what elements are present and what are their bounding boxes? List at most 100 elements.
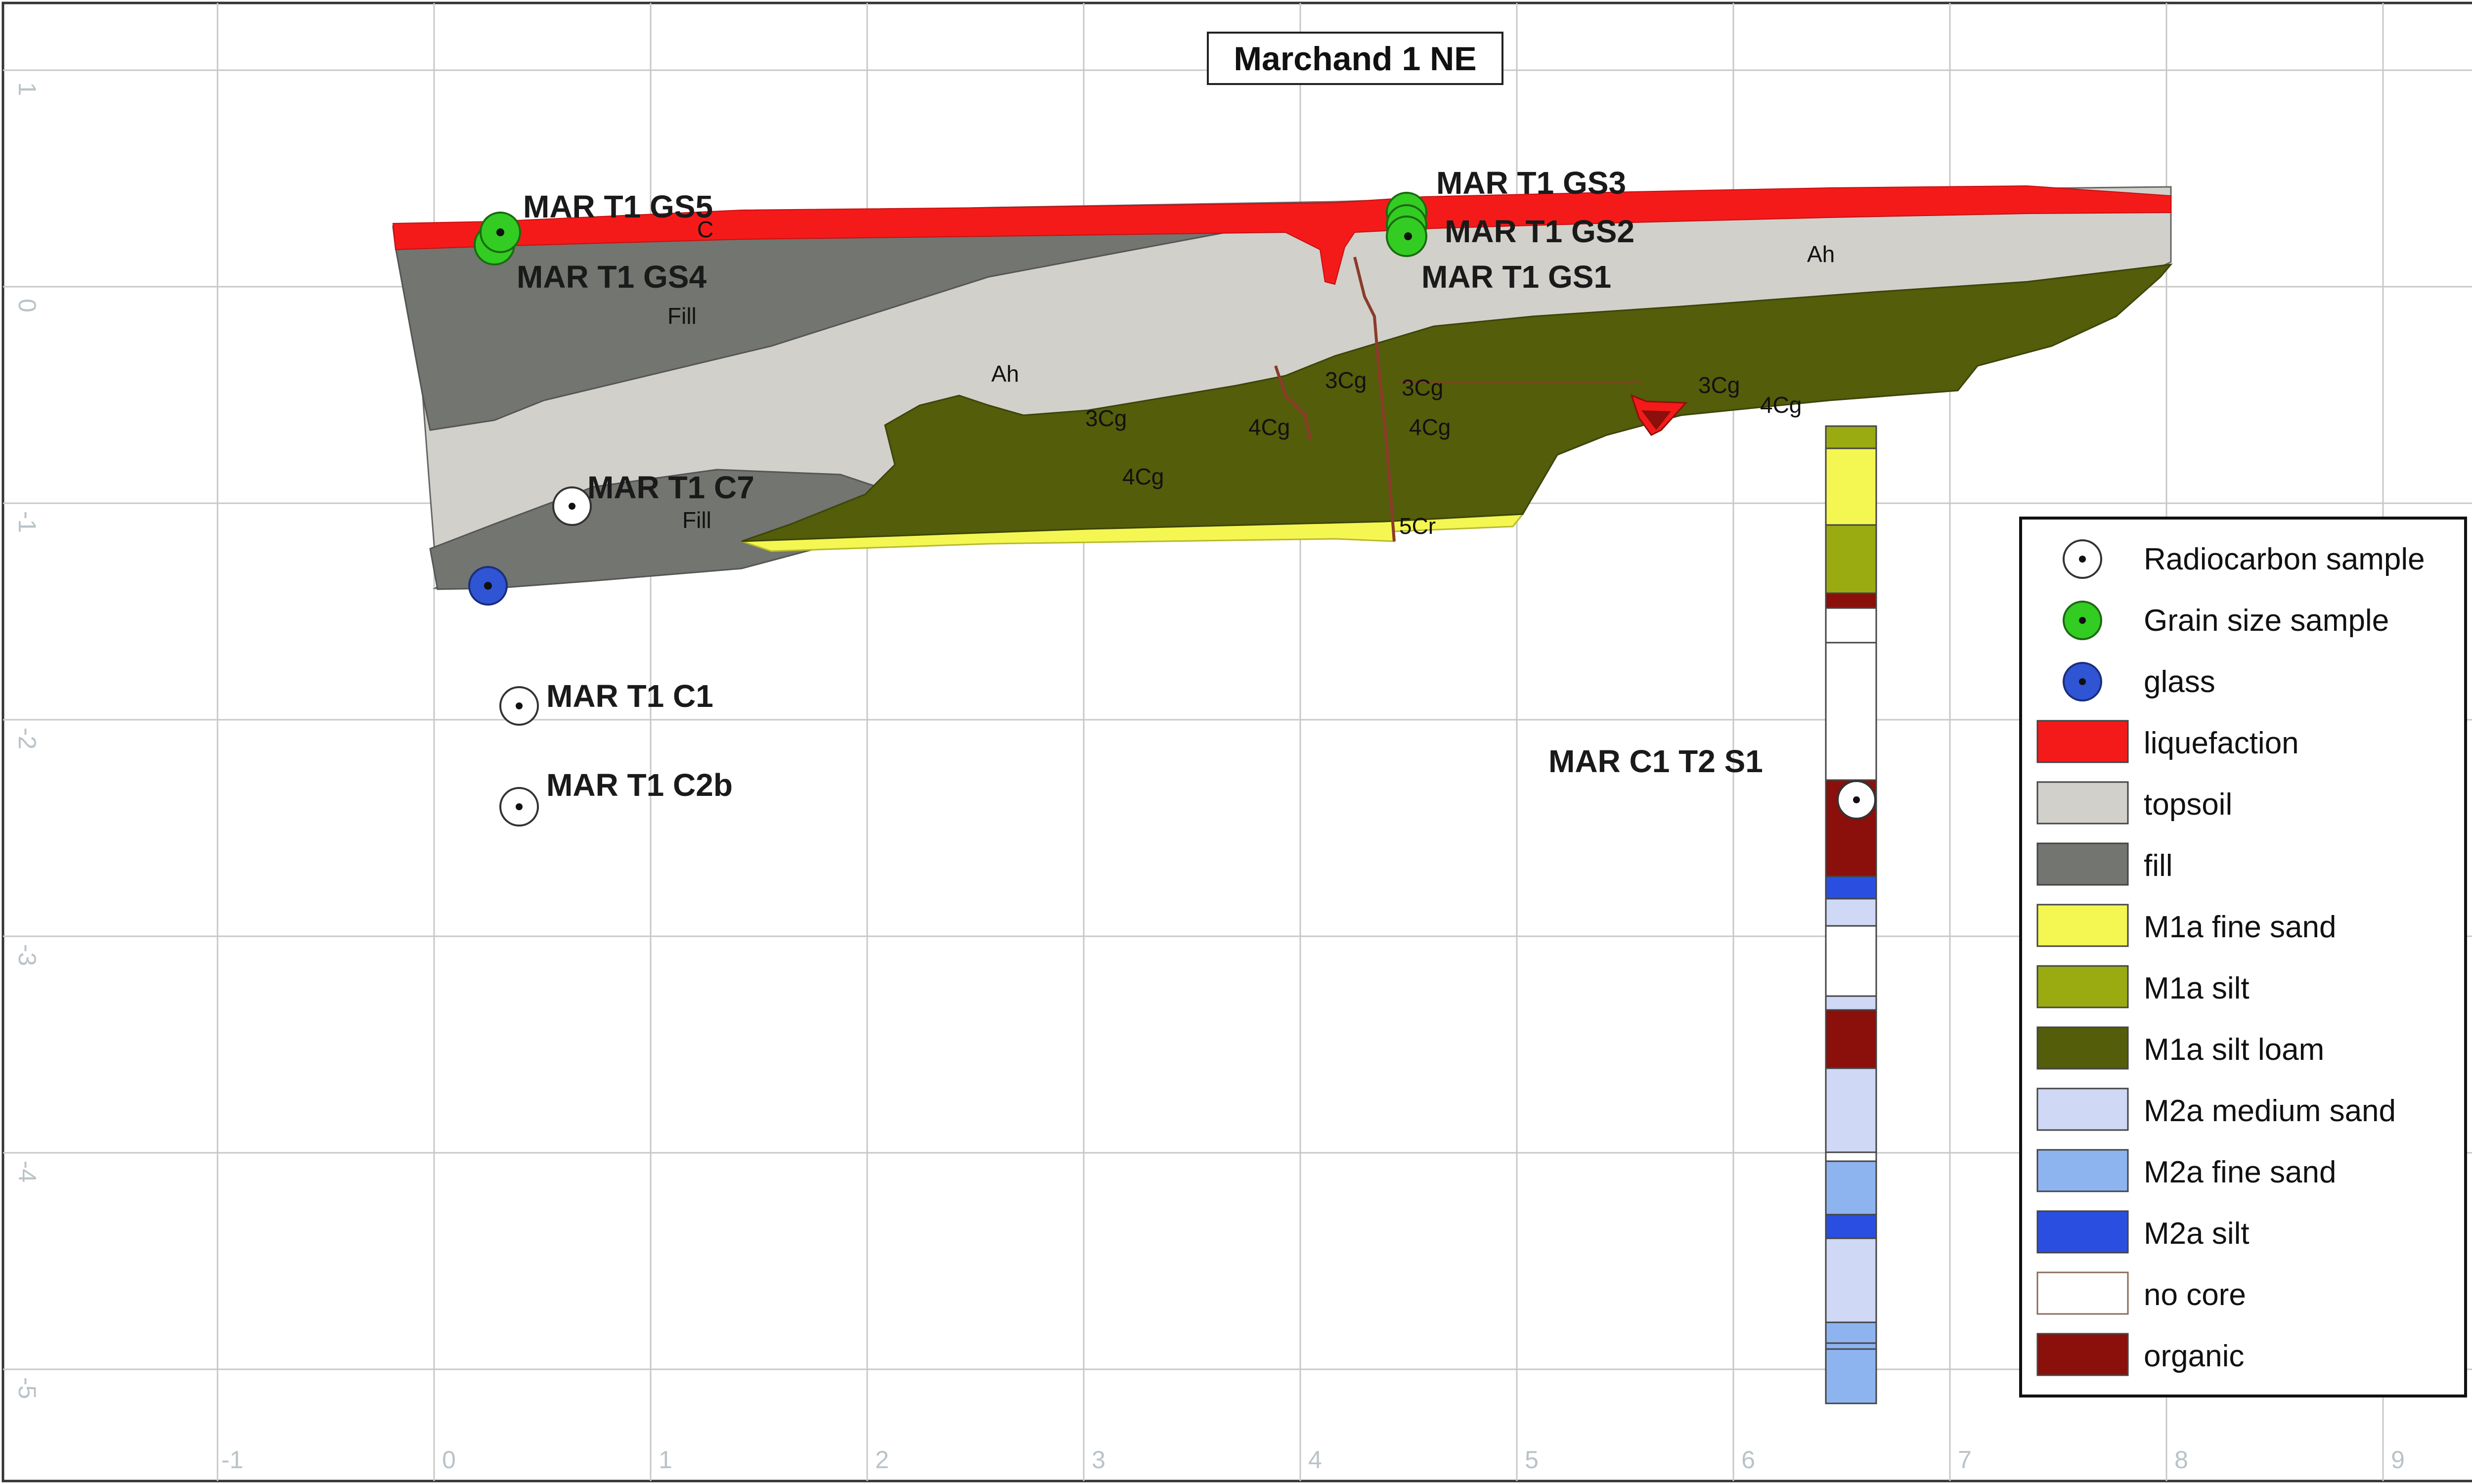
y-axis-ticks: 1 0 -1 -2 -3 -4 -5 <box>13 82 41 1399</box>
unit-label-4cg: 4Cg <box>1122 464 1164 489</box>
unit-label-4cg: 4Cg <box>1409 414 1451 440</box>
core-layer-m2a-medium-sand <box>1825 898 1877 927</box>
legend-label: no core <box>2144 1278 2246 1312</box>
crack-line-main <box>1353 257 1396 542</box>
legend-label: organic <box>2144 1339 2244 1373</box>
core-layer-m2a-medium-sand <box>1825 1237 1877 1323</box>
sample-label-c1: MAR T1 C1 <box>546 678 713 714</box>
x-tick: 7 <box>1958 1446 1972 1474</box>
sample-label-c7: MAR T1 C7 <box>587 470 754 505</box>
core-layer-no-core <box>1825 607 1877 644</box>
legend-swatch-fill <box>2036 842 2129 886</box>
unit-label-3cg: 3Cg <box>1325 367 1367 393</box>
legend-swatch-m2a-fine-sand <box>2036 1149 2129 1192</box>
legend-swatch-no-core <box>2036 1271 2129 1315</box>
legend-box <box>2019 517 2467 1397</box>
core-layer-organic <box>1825 1009 1877 1069</box>
legend-label: M1a silt loam <box>2144 1033 2324 1067</box>
x-tick: 4 <box>1308 1446 1322 1474</box>
core-layer-organic <box>1825 592 1877 609</box>
sample-dot <box>516 702 523 709</box>
legend-label: glass <box>2144 665 2215 699</box>
legend-label: M1a silt <box>2144 971 2250 1005</box>
legend-swatch-organic <box>2036 1333 2129 1376</box>
y-tick: -3 <box>13 944 41 966</box>
unit-label-fill: Fill <box>682 507 711 533</box>
unit-label-c: C <box>697 217 713 242</box>
x-tick: 6 <box>1741 1446 1755 1474</box>
sample-dot <box>2079 617 2086 624</box>
x-tick: 3 <box>1092 1446 1105 1474</box>
legend-swatch-topsoil <box>2036 781 2129 825</box>
sample-label-gs3: MAR T1 GS3 <box>1436 165 1626 201</box>
x-tick: 1 <box>659 1446 672 1474</box>
legend-label: liquefaction <box>2144 726 2299 760</box>
sample-label-gs2: MAR T1 GS2 <box>1445 214 1634 249</box>
core-layer-m1a-silt <box>1825 524 1877 594</box>
legend-swatch-m1a-silt <box>2036 965 2129 1008</box>
sample-label-core: MAR C1 T2 S1 <box>1548 743 1763 779</box>
x-tick: 8 <box>2174 1446 2188 1474</box>
unit-label-3cg: 3Cg <box>1085 405 1127 431</box>
x-tick: 0 <box>442 1446 456 1474</box>
x-tick: 2 <box>875 1446 889 1474</box>
y-tick: -5 <box>13 1377 41 1399</box>
sample-label-gs1: MAR T1 GS1 <box>1421 259 1611 295</box>
liquefaction-unit <box>392 185 2171 285</box>
unit-labels: C Fill Fill Ah Ah 3Cg 3Cg 3Cg 3Cg 4Cg 4C… <box>667 217 1835 539</box>
sample-dot <box>2079 678 2086 685</box>
y-tick: -4 <box>13 1161 41 1182</box>
core-layer-m1a-silt <box>1825 425 1877 449</box>
x-tick: -1 <box>221 1446 243 1474</box>
legend-label: M2a medium sand <box>2144 1094 2396 1128</box>
sample-dot <box>496 228 504 236</box>
legend: Radiocarbon sample Grain size sample gla… <box>2019 517 2467 1397</box>
legend-swatch-m2a-medium-sand <box>2036 1088 2129 1131</box>
unit-label-4cg: 4Cg <box>1248 414 1290 440</box>
x-tick: 9 <box>2391 1446 2405 1474</box>
sample-labels: MAR T1 GS5 MAR T1 GS4 MAR T1 GS3 MAR T1 … <box>517 165 1763 803</box>
sample-dot <box>569 503 575 510</box>
x-tick: 5 <box>1525 1446 1539 1474</box>
crack-line-secondary <box>1274 365 1312 440</box>
page-title: Marchand 1 NE <box>1234 40 1476 78</box>
legend-swatch-m1a-silt-loam <box>2036 1026 2129 1070</box>
core-layer-no-core <box>1825 925 1877 997</box>
title-box <box>1207 32 1503 85</box>
unit-label-ah: Ah <box>1807 241 1835 267</box>
organic-pocket <box>1641 410 1671 430</box>
core-column <box>1825 425 1877 1404</box>
unit-label-5cr: 5Cr <box>1399 513 1436 539</box>
sample-label-gs4: MAR T1 GS4 <box>517 259 706 295</box>
y-tick: 1 <box>13 82 41 96</box>
legend-swatch-liquefaction <box>2036 720 2129 763</box>
unit-label-4cg: 4Cg <box>1760 392 1802 418</box>
sample-label-c2b: MAR T1 C2b <box>546 767 733 803</box>
legend-swatch-m2a-silt <box>2036 1210 2129 1254</box>
sample-label-gs5: MAR T1 GS5 <box>523 189 713 224</box>
legend-label: fill <box>2144 849 2173 883</box>
core-layer-m2a-fine-sand <box>1825 1321 1877 1344</box>
legend-label: M2a fine sand <box>2144 1155 2336 1189</box>
core-layer-m2a-medium-sand <box>1825 995 1877 1011</box>
core-layer-m2a-silt <box>1825 875 1877 900</box>
legend-swatch-m1a-fine-sand <box>2036 904 2129 947</box>
m1a-silt-loam-unit <box>741 263 2173 542</box>
sample-dot <box>1404 232 1412 240</box>
y-tick: -2 <box>13 728 41 749</box>
sample-dot <box>484 582 492 590</box>
sample-dot <box>2079 556 2086 563</box>
legend-label: Radiocarbon sample <box>2144 542 2425 576</box>
legend-label: M2a silt <box>2144 1217 2250 1251</box>
legend-label: Grain size sample <box>2144 604 2389 638</box>
core-layer-no-core <box>1825 642 1877 781</box>
core-layer-m2a-fine-sand <box>1825 1342 1877 1350</box>
y-tick: -1 <box>13 511 41 533</box>
unit-label-fill: Fill <box>667 303 697 329</box>
sample-dot <box>516 803 523 810</box>
unit-label-3cg: 3Cg <box>1402 375 1443 400</box>
x-axis-ticks: -1 0 1 2 3 4 5 6 7 8 9 <box>221 1446 2405 1474</box>
y-tick: 0 <box>13 299 41 312</box>
unit-label-ah: Ah <box>991 361 1019 387</box>
